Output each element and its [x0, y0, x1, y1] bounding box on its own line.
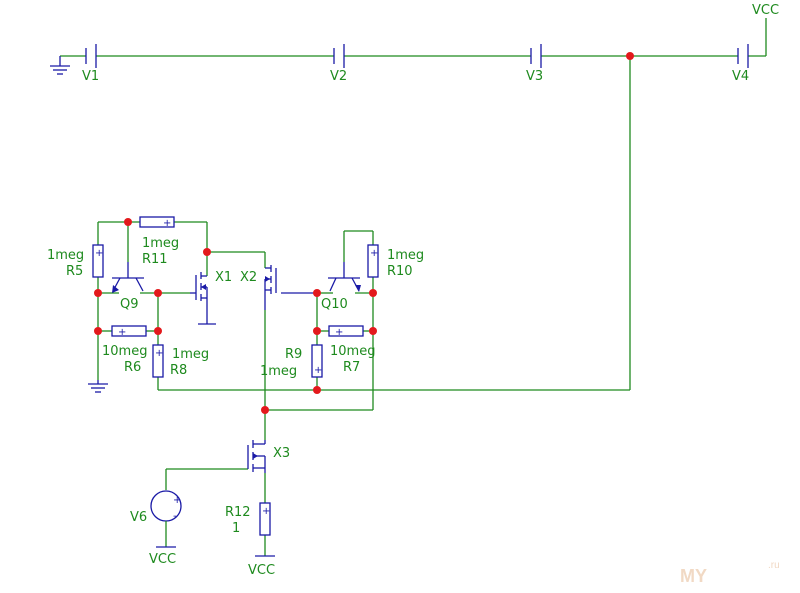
voltage-source-v6-label: V6	[130, 510, 147, 525]
resistor-r5-name: R5	[66, 264, 83, 279]
svg-text:+: +	[370, 248, 378, 259]
svg-text:+: +	[262, 506, 270, 517]
ground-symbol-left-stage	[88, 380, 108, 393]
resistor-r5-value: 1meg	[47, 248, 84, 263]
battery-v3	[530, 44, 542, 68]
v6-minus-sign: -	[173, 511, 177, 522]
ground-symbol-v1	[50, 56, 70, 75]
svg-text:+: +	[95, 248, 103, 259]
mosfet-x1-label: X1	[215, 270, 232, 285]
battery-v4	[737, 44, 749, 68]
svg-text:+: +	[163, 218, 171, 229]
resistor-r5: +	[92, 244, 104, 278]
junction-dots	[94, 52, 634, 414]
resistor-r7-name: R7	[343, 360, 360, 375]
battery-v2	[333, 44, 345, 68]
resistor-r8: +	[152, 344, 164, 378]
resistor-r12-value: 1	[232, 521, 240, 536]
resistor-r10-name: R10	[387, 264, 413, 279]
vcc-label-top: VCC	[752, 3, 779, 18]
vcc-label-v6: VCC	[149, 552, 176, 567]
resistor-r8-value: 1meg	[172, 347, 209, 362]
mosfet-x1	[190, 272, 216, 325]
svg-text:+: +	[314, 365, 322, 376]
top-supply-rail	[60, 18, 767, 390]
battery-v1-label: V1	[82, 69, 99, 84]
resistor-r6: +	[111, 325, 147, 338]
resistor-r11-value: 1meg	[142, 236, 179, 251]
voltage-source-v6	[150, 490, 182, 548]
resistor-r7: +	[328, 325, 364, 338]
resistor-r12: +	[255, 502, 275, 557]
resistor-r9-value: 1meg	[260, 364, 297, 379]
v6-plus-sign: +	[173, 495, 181, 506]
battery-v3-label: V3	[526, 69, 543, 84]
resistor-r9: +	[311, 344, 323, 378]
resistor-r10-value: 1meg	[387, 248, 424, 263]
mosfet-x2	[264, 265, 317, 310]
battery-v4-label: V4	[732, 69, 749, 84]
resistor-r10: +	[367, 244, 379, 278]
resistor-r6-value: 10meg	[102, 344, 147, 359]
transistor-q10-label: Q10	[321, 297, 348, 312]
svg-text:+: +	[335, 327, 343, 338]
transistor-q10	[328, 262, 361, 292]
watermark-logo: MY	[680, 566, 707, 586]
resistor-r11: +	[139, 216, 175, 229]
resistor-r8-name: R8	[170, 363, 187, 378]
battery-v1	[85, 44, 97, 68]
svg-text:+: +	[118, 327, 126, 338]
mosfet-x2-label: X2	[240, 270, 257, 285]
watermark-suffix: .ru	[768, 560, 780, 571]
resistor-r12-name: R12	[225, 505, 251, 520]
mosfet-x3-label: X3	[273, 446, 290, 461]
resistor-r11-name: R11	[142, 252, 168, 267]
resistor-r7-value: 10meg	[330, 344, 375, 359]
resistor-r9-name: R9	[285, 347, 302, 362]
right-stage-wires	[264, 230, 374, 556]
resistor-r6-name: R6	[124, 360, 141, 375]
mosfet-x3	[165, 440, 266, 490]
svg-text:+: +	[155, 348, 163, 359]
vcc-label-r12: VCC	[248, 563, 275, 578]
transistor-q9	[112, 262, 144, 293]
transistor-q9-label: Q9	[120, 297, 139, 312]
battery-v2-label: V2	[330, 69, 347, 84]
